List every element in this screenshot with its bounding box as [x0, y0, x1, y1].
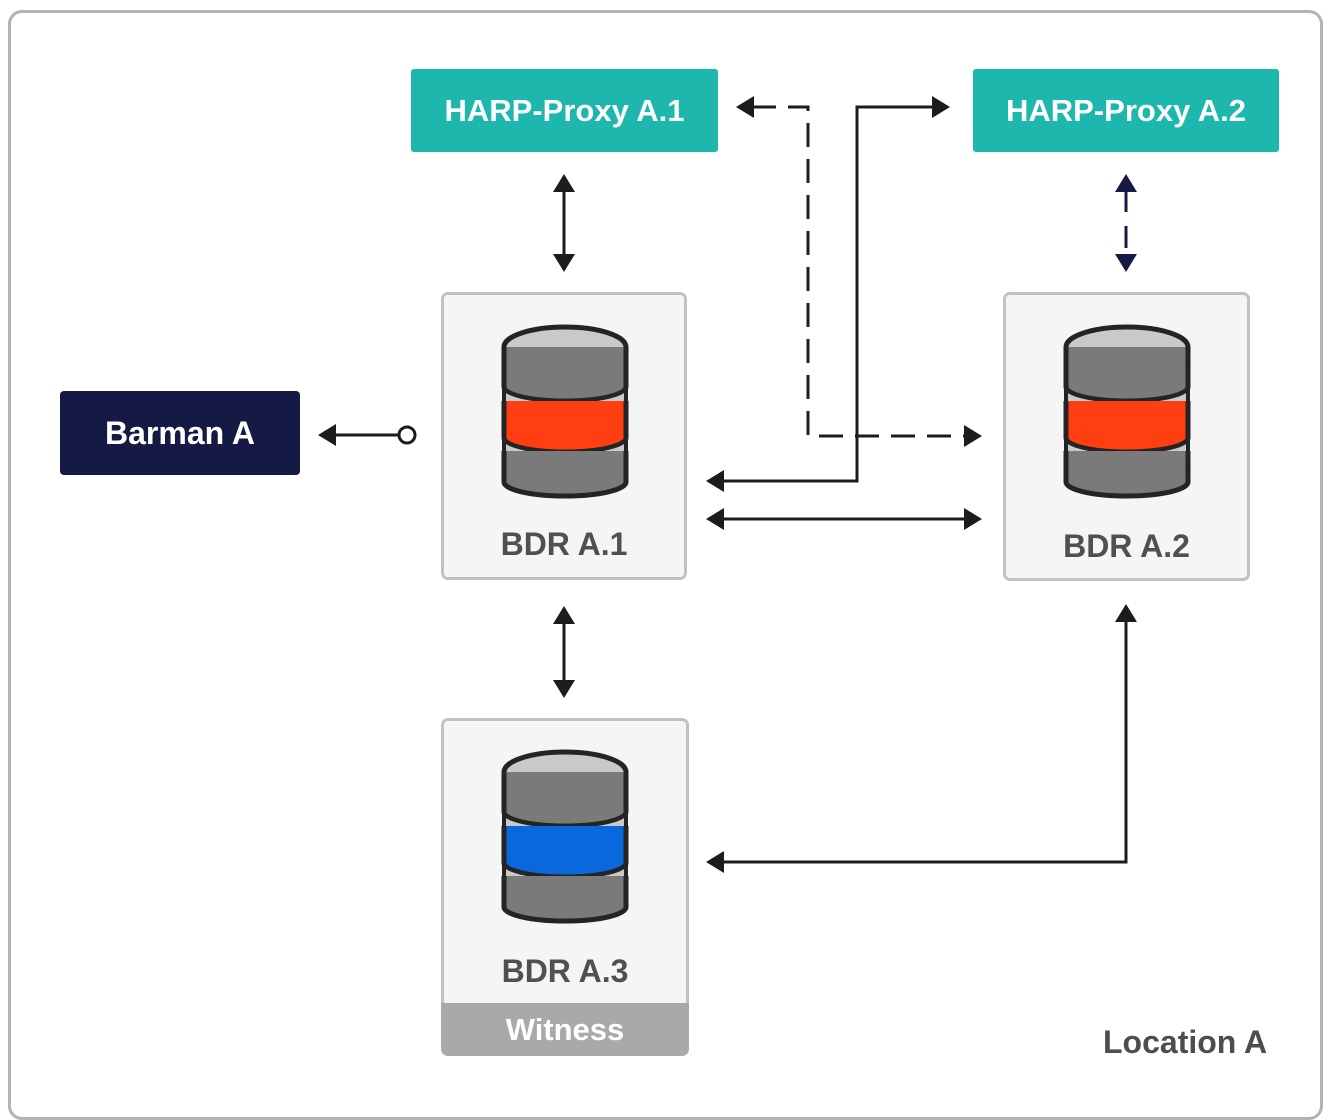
arrowhead — [736, 96, 754, 118]
harp-proxy-a1[interactable]: HARP-Proxy A.1 — [411, 69, 718, 152]
bdr-node-a1-label: BDR A.1 — [500, 526, 628, 562]
database-icon-a1 — [504, 327, 626, 496]
database-icon-a2 — [1066, 327, 1188, 496]
arrowhead — [706, 470, 724, 492]
arrowhead — [318, 424, 336, 446]
arrowhead — [1115, 254, 1137, 272]
harp-proxy-a2[interactable]: HARP-Proxy A.2 — [973, 69, 1279, 152]
barman-a-label: Barman A — [105, 414, 255, 451]
arrowhead — [932, 96, 950, 118]
link-proxy-a1-bdr-a2-dashed — [752, 105, 966, 438]
harp-proxy-a1-label: HARP-Proxy A.1 — [444, 92, 685, 128]
arrowhead — [553, 606, 575, 624]
witness-bar: Witness — [441, 1003, 689, 1056]
database-icon-a3 — [504, 752, 626, 921]
location-label: Location A — [1103, 1024, 1268, 1060]
arrowhead — [553, 254, 575, 272]
link-bdr-a3-bdr-a2 — [720, 620, 1128, 864]
link-bdr-a1-proxy-a2 — [720, 105, 936, 483]
barman-a[interactable]: Barman A — [60, 391, 300, 475]
arrowhead — [1115, 604, 1137, 622]
harp-proxy-a2-label: HARP-Proxy A.2 — [1005, 92, 1247, 128]
arrowhead — [706, 851, 724, 873]
arrowhead — [964, 425, 982, 447]
arrowhead — [964, 508, 982, 530]
arrowhead — [1115, 174, 1137, 192]
barman-link-endpoint — [397, 425, 417, 445]
bdr-node-a2-label: BDR A.2 — [1063, 528, 1190, 564]
bdr-node-a3-label: BDR A.3 — [501, 953, 629, 989]
witness-label: Witness — [505, 1011, 625, 1047]
arrowhead — [553, 680, 575, 698]
arrowhead — [553, 174, 575, 192]
arrowhead — [706, 508, 724, 530]
